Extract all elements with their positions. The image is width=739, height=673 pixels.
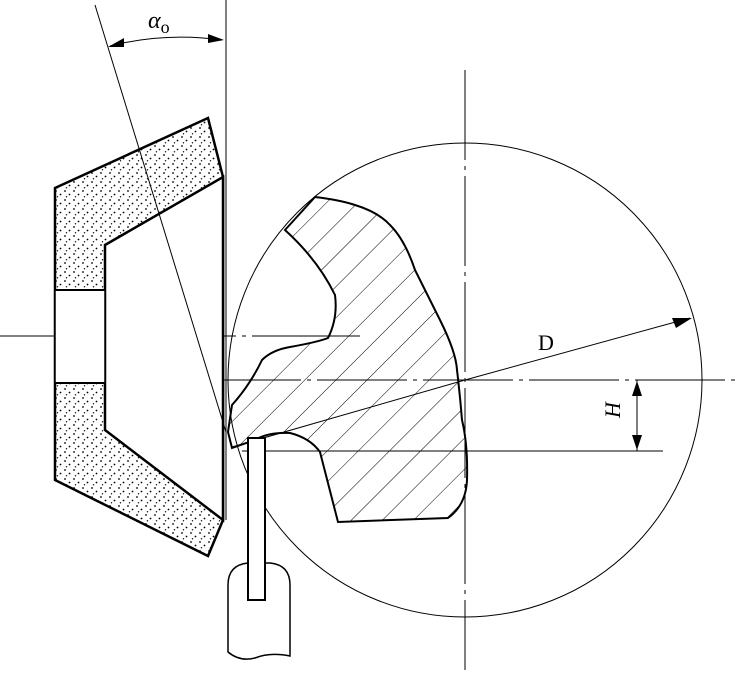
cutting-tool [247, 437, 266, 601]
height-label: H [600, 401, 625, 419]
angle-arc [109, 36, 223, 47]
tool-holder [227, 562, 291, 660]
angle-arrow-right [208, 34, 224, 43]
edge-to-center-line [231, 379, 466, 448]
angle-label: αo [148, 8, 170, 37]
workpiece-section [226, 195, 469, 524]
height-arrow-top [632, 381, 642, 396]
height-arrow-bottom [632, 435, 642, 450]
angle-reference-line [94, 4, 227, 433]
diameter-label: D [538, 330, 554, 355]
diameter-line [464, 317, 691, 381]
diameter-arrow [672, 318, 692, 328]
angle-arrow-left [108, 38, 124, 47]
wheel-hub-gap [54, 289, 106, 384]
